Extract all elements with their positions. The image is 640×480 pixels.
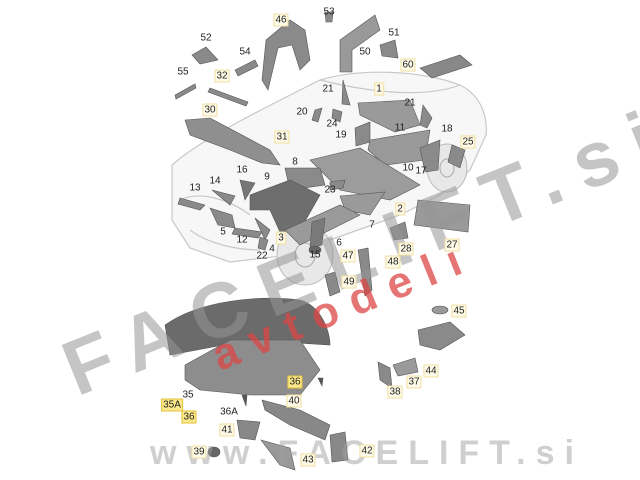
part-callout-label[interactable]: 7 [369, 219, 375, 231]
part-callout-label[interactable]: 51 [388, 27, 400, 39]
part-callout-label[interactable]: 39 [191, 445, 207, 459]
part-callout-label[interactable]: 1 [374, 82, 384, 96]
part-callout-label[interactable]: 18 [441, 123, 453, 135]
part-callout-label[interactable]: 38 [387, 385, 403, 399]
part-callout-label[interactable]: 19 [335, 129, 347, 141]
part-callout-label[interactable]: 13 [189, 182, 201, 194]
part-callout-label[interactable]: 32 [214, 69, 230, 83]
part-callout-label[interactable]: 2 [395, 202, 405, 216]
part-callout-label[interactable]: 17 [415, 165, 427, 177]
part-callout-label[interactable]: 30 [202, 103, 218, 117]
part-callout-label[interactable]: 54 [239, 46, 251, 58]
part-callout-label[interactable]: 25 [460, 135, 476, 149]
part-callout-label[interactable]: 11 [394, 122, 406, 134]
part-callout-label[interactable]: 24 [326, 118, 338, 130]
part-callout-label[interactable]: 21 [404, 97, 416, 109]
part-callout-label[interactable]: 9 [264, 171, 270, 183]
part-callout-label[interactable]: 36 [287, 375, 303, 389]
part-callout-label[interactable]: 31 [274, 130, 290, 144]
part-callout-label[interactable]: 44 [423, 364, 439, 378]
part-callout-label[interactable]: 35 [182, 389, 194, 401]
part-callout-label[interactable]: 27 [444, 238, 460, 252]
part-callout-label[interactable]: 10 [402, 162, 414, 174]
part-callout-label[interactable]: 5 [220, 226, 226, 238]
part-callout-label[interactable]: 36 [181, 410, 197, 424]
part-callout-label[interactable]: 16 [236, 164, 248, 176]
part-callout-label[interactable]: 60 [400, 58, 416, 72]
part-callout-label[interactable]: 23 [324, 184, 336, 196]
part-callout-label[interactable]: 28 [398, 242, 414, 256]
part-callout-label[interactable]: 53 [323, 6, 335, 18]
part-callout-label[interactable]: 55 [177, 66, 189, 78]
part-callout-label[interactable]: 43 [300, 453, 316, 467]
part-callout-label[interactable]: 42 [359, 444, 375, 458]
part-callout-label[interactable]: 46 [273, 13, 289, 27]
part-callout-label[interactable]: 4 [269, 243, 275, 255]
part-callout-label[interactable]: 47 [340, 249, 356, 263]
part-callout-label[interactable]: 20 [296, 106, 308, 118]
part-callout-label[interactable]: 41 [219, 423, 235, 437]
part-callout-label[interactable]: 21 [322, 83, 334, 95]
part-callout-label[interactable]: 45 [451, 304, 467, 318]
part-callout-label[interactable]: 15 [309, 249, 321, 261]
part-callout-label[interactable]: 22 [256, 250, 268, 262]
part-callout-label[interactable]: 12 [236, 234, 248, 246]
part-callout-label[interactable]: 49 [341, 275, 357, 289]
part-callout-label[interactable]: 6 [336, 237, 342, 249]
part-callout-label[interactable]: 48 [385, 255, 401, 269]
part-callout-label[interactable]: 52 [200, 32, 212, 44]
part-callout-label[interactable]: 50 [359, 46, 371, 58]
part-callout-label[interactable]: 37 [406, 375, 422, 389]
part-callout-label[interactable]: 3 [276, 231, 286, 245]
part-callout-label[interactable]: 8 [292, 156, 298, 168]
part-callout-label[interactable]: 35A [161, 398, 183, 412]
part-callout-label[interactable]: 14 [209, 175, 221, 187]
parts [164, 11, 473, 471]
part-callout-label[interactable]: 40 [286, 394, 302, 408]
part-callout-label[interactable]: 36A [220, 406, 238, 418]
